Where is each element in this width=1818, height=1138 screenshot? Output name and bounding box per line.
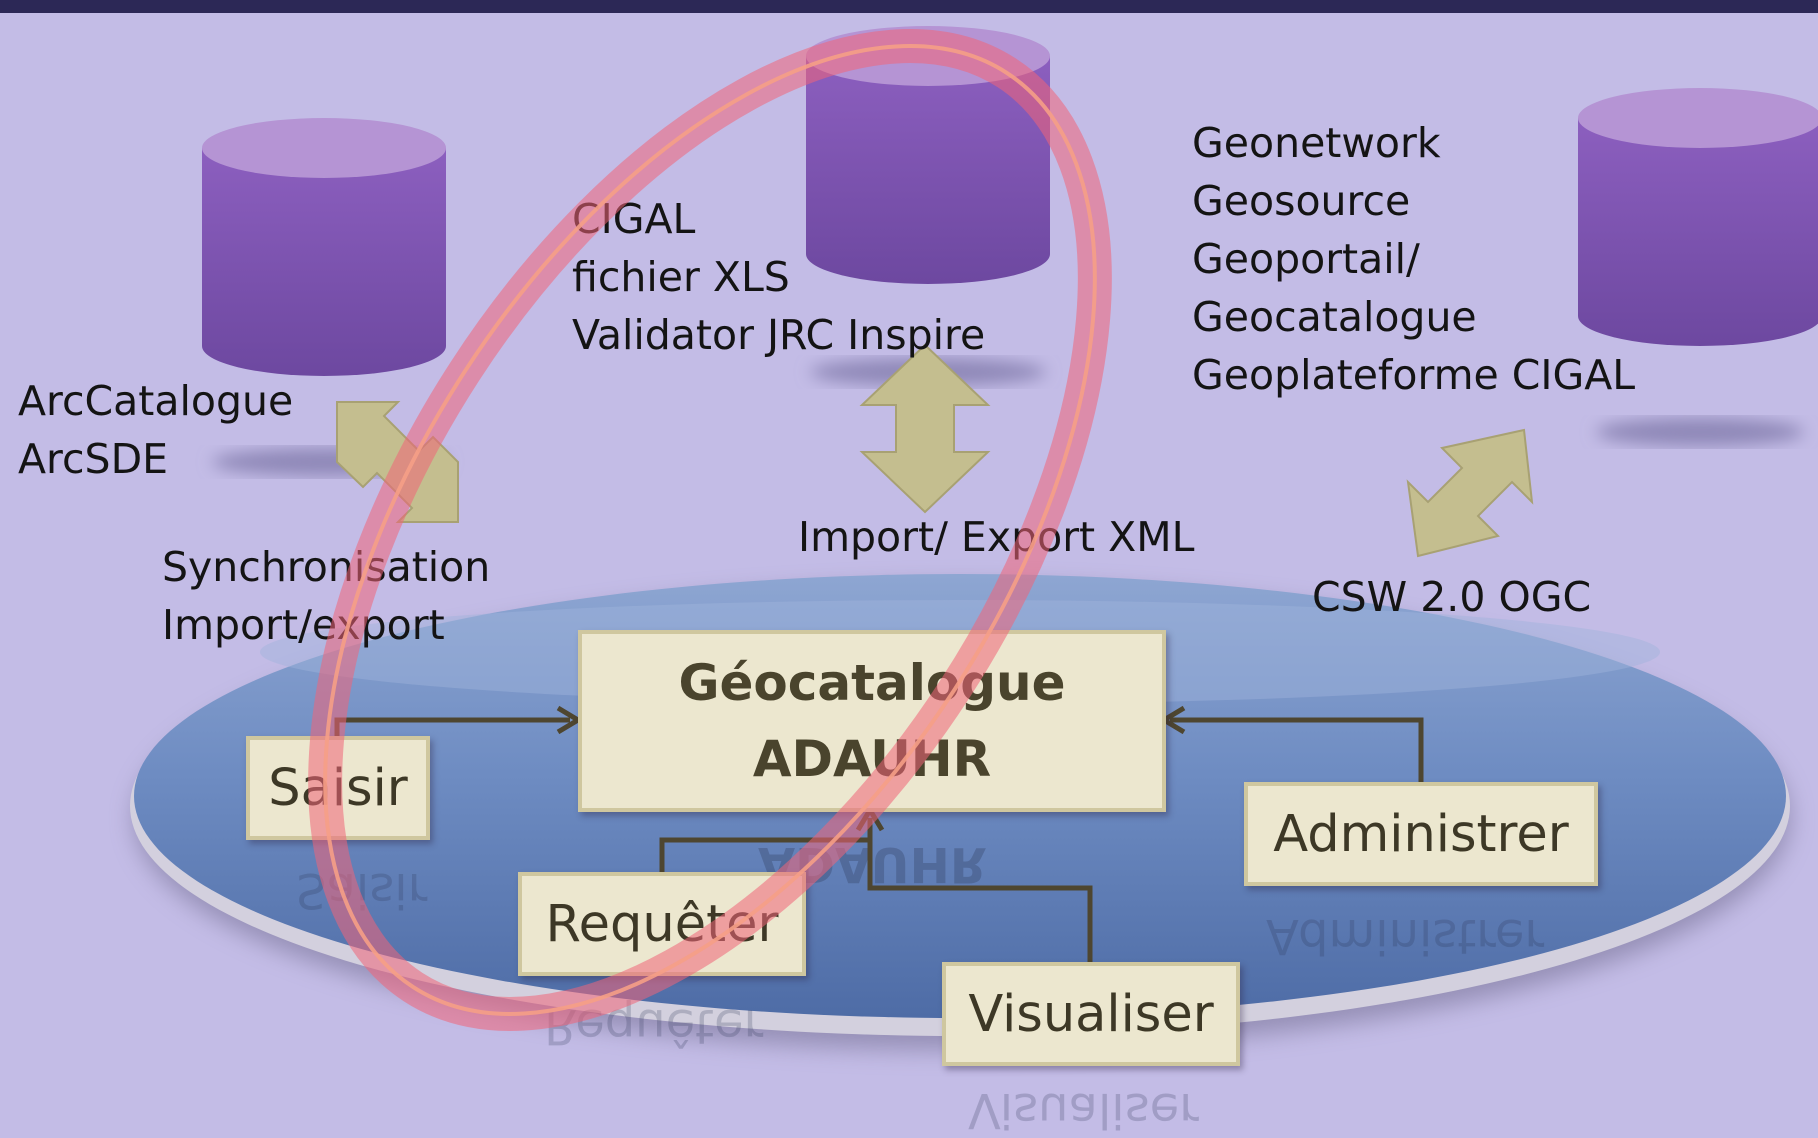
arc-database-label: ArcCatalogue ArcSDE (18, 372, 293, 488)
geonetwork-label-line: Geoplateforme CIGAL (1192, 351, 1636, 399)
cigal-label-line: CIGAL (572, 195, 696, 243)
database-cylinder-arc (202, 118, 446, 376)
requeter-box[interactable]: Requêter (518, 872, 806, 976)
csw-arrow-icon (1406, 428, 1534, 558)
visualiser-reflection: Visualiser (968, 1082, 1199, 1138)
cigal-label-line: fichier XLS (572, 253, 790, 301)
geonetwork-label-line: Geonetwork (1192, 119, 1441, 167)
requeter-reflection: Requêter (544, 998, 764, 1054)
administrer-reflection: Administrer (1266, 908, 1545, 964)
geonetwork-label-line: Geoportail/ (1192, 235, 1420, 283)
sync-label-line: Import/export (162, 601, 445, 649)
sync-arrow-icon (336, 401, 459, 523)
xml-link-label: Import/ Export XML (798, 513, 1195, 561)
geocatalogue-main-box: Géocatalogue ADAUHR (578, 630, 1166, 812)
arc-label-line: ArcCatalogue (18, 377, 294, 425)
visualiser-box[interactable]: Visualiser (942, 962, 1240, 1066)
cigal-label-line: Validator JRC Inspire (572, 311, 986, 359)
administrer-box[interactable]: Administrer (1244, 782, 1598, 886)
cylinder-shadow (1596, 418, 1804, 446)
cigal-database-label: CIGAL fichier XLS Validator JRC Inspire (572, 190, 985, 364)
geonetwork-label-line: Geocatalogue (1192, 293, 1477, 341)
geocatalogue-org: ADAUHR (752, 730, 992, 788)
arc-label-line: ArcSDE (18, 435, 169, 483)
slide-top-bar (0, 0, 1818, 13)
database-cylinder-geonetwork (1578, 88, 1818, 346)
geonetwork-database-label: Geonetwork Geosource Geoportail/ Geocata… (1192, 114, 1635, 404)
saisir-box[interactable]: Saisir (246, 736, 430, 840)
geonetwork-label-line: Geosource (1192, 177, 1411, 225)
saisir-reflection: Saisir (296, 862, 428, 918)
csw-link-label: CSW 2.0 OGC (1312, 573, 1592, 621)
sync-link-label: Synchronisation Import/export (162, 538, 490, 654)
geocatalogue-title: Géocatalogue (678, 654, 1066, 712)
sync-label-line: Synchronisation (162, 543, 491, 591)
